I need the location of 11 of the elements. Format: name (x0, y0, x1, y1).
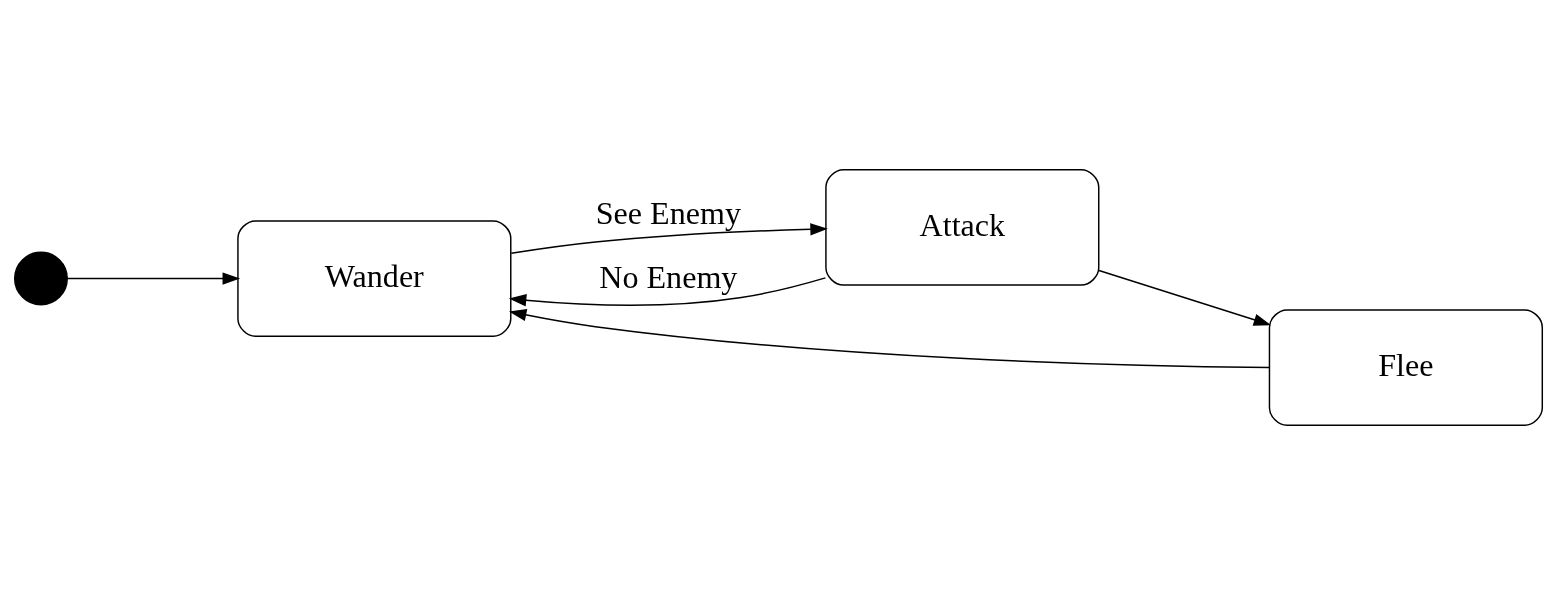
arrow (1098, 269, 1272, 326)
node-box: Attack (825, 168, 1100, 286)
node-circle (13, 251, 68, 306)
arrow (66, 271, 241, 285)
arrow (510, 222, 828, 254)
arrow (508, 308, 1270, 368)
edge-label: No Enemy (599, 258, 738, 295)
node-box: Wander (237, 219, 512, 337)
edge-label: See Enemy (595, 194, 741, 231)
arrow (508, 276, 827, 306)
node-box: Flee (1268, 308, 1544, 426)
